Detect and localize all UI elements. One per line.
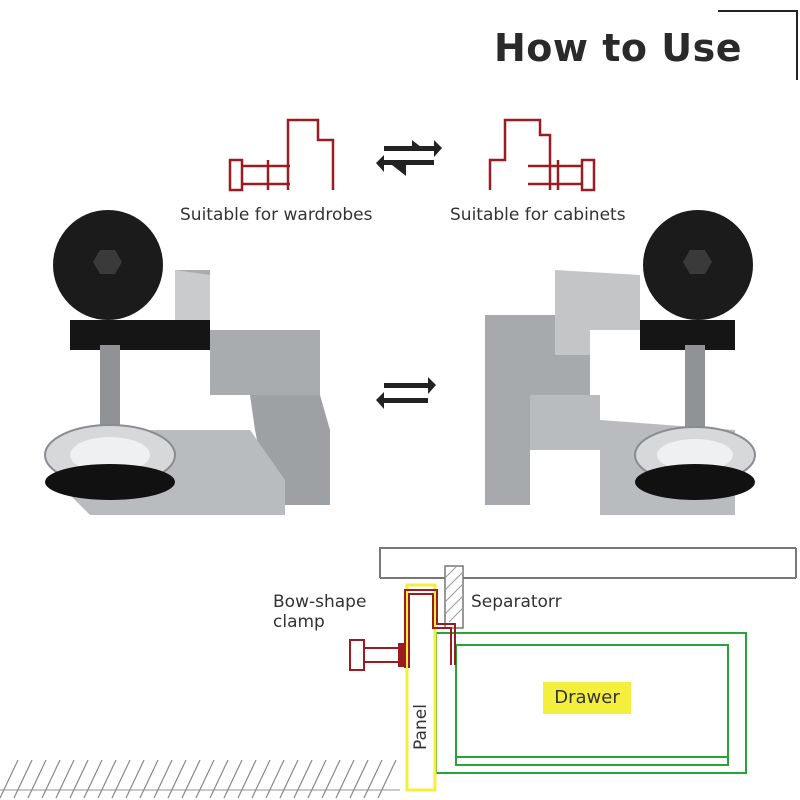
panel-board bbox=[405, 583, 437, 792]
wardrobe-caption: Suitable for wardrobes bbox=[180, 205, 373, 225]
header-frame-corner bbox=[718, 10, 798, 80]
drawer-label: Drawer bbox=[543, 682, 631, 714]
page-title: How to Use bbox=[494, 26, 742, 70]
clamp-screw-schematic bbox=[349, 639, 404, 671]
separator-hatch bbox=[444, 565, 464, 623]
panel-label: Panel bbox=[411, 704, 431, 750]
bow-clamp-label-line2: clamp bbox=[273, 612, 325, 632]
swap-arrows-icon-top bbox=[376, 140, 442, 176]
floor-hatch bbox=[0, 759, 400, 799]
bow-clamp-label-line1: Bow-shape bbox=[273, 592, 367, 612]
cabinet-outline bbox=[379, 547, 797, 579]
separator-label: Separatorr bbox=[471, 592, 562, 612]
swap-arrows-icon-middle bbox=[376, 377, 436, 409]
cabinet-caption: Suitable for cabinets bbox=[450, 205, 626, 225]
wardrobe-icon bbox=[228, 118, 335, 192]
bow-clamp-schematic bbox=[404, 589, 456, 668]
panel-label-box: Panel bbox=[404, 700, 438, 754]
cabinet-icon bbox=[488, 118, 596, 192]
right-clamp-photo bbox=[485, 210, 756, 515]
left-clamp-photo bbox=[44, 210, 330, 515]
